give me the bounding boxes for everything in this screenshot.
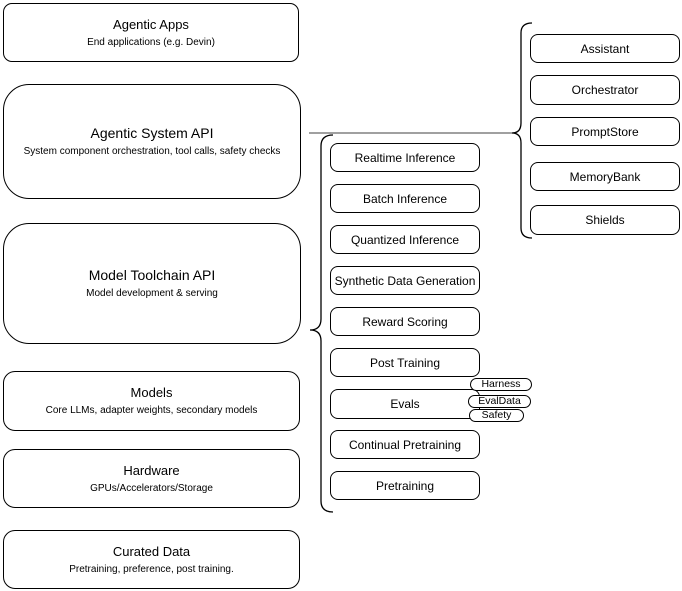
node-shields: Shields: [530, 205, 680, 235]
node-label: Continual Pretraining: [348, 437, 462, 452]
node-label: Assistant: [580, 41, 630, 56]
node-orchestrator: Orchestrator: [530, 75, 680, 105]
node-quantized-inference: Quantized Inference: [330, 225, 480, 254]
node-label: Reward Scoring: [362, 314, 448, 329]
node-title: Hardware: [123, 462, 180, 478]
node-label: Quantized Inference: [350, 232, 460, 247]
node-subtitle: Core LLMs, adapter weights, secondary mo…: [45, 405, 258, 416]
node-agentic-apps: Agentic Apps End applications (e.g. Devi…: [3, 3, 299, 62]
node-title: Models: [130, 385, 173, 400]
tag-safety: Safety: [469, 409, 524, 422]
node-label: PromptStore: [571, 124, 639, 139]
node-synthetic-data-generation: Synthetic Data Generation: [330, 266, 480, 295]
node-agentic-system-api: Agentic System API System component orch…: [3, 84, 301, 199]
tag-evaldata: EvalData: [468, 395, 531, 408]
node-model-toolchain-api: Model Toolchain API Model development & …: [3, 223, 301, 344]
node-subtitle: System component orchestration, tool cal…: [23, 146, 281, 157]
node-label: Synthetic Data Generation: [334, 273, 476, 288]
tag-harness: Harness: [470, 378, 532, 391]
node-subtitle: GPUs/Accelerators/Storage: [90, 482, 213, 494]
toolchain-group-brace: [309, 134, 334, 513]
node-title: Curated Data: [112, 543, 191, 559]
node-reward-scoring: Reward Scoring: [330, 307, 480, 336]
node-assistant: Assistant: [530, 34, 680, 63]
components-group-brace: [511, 22, 533, 239]
tag-label: Safety: [481, 409, 512, 421]
node-label: Evals: [390, 397, 420, 411]
tag-label: EvalData: [478, 395, 521, 407]
node-label: Orchestrator: [571, 83, 639, 97]
node-label: MemoryBank: [569, 169, 641, 184]
node-title: Agentic System API: [90, 125, 214, 141]
node-promptstore: PromptStore: [530, 117, 680, 146]
node-curated-data: Curated Data Pretraining, preference, po…: [3, 530, 300, 589]
node-pretraining: Pretraining: [330, 471, 480, 500]
node-models: Models Core LLMs, adapter weights, secon…: [3, 371, 300, 431]
node-label: Realtime Inference: [354, 150, 456, 165]
node-subtitle: Model development & serving: [86, 288, 218, 299]
node-label: Pretraining: [375, 478, 435, 493]
node-title: Agentic Apps: [113, 16, 189, 32]
node-hardware: Hardware GPUs/Accelerators/Storage: [3, 449, 300, 508]
node-title: Model Toolchain API: [88, 267, 216, 283]
node-label: Batch Inference: [362, 191, 448, 206]
node-evals: Evals: [330, 389, 480, 419]
node-subtitle: End applications (e.g. Devin): [87, 36, 215, 48]
tag-label: Harness: [481, 378, 521, 390]
node-batch-inference: Batch Inference: [330, 184, 480, 213]
node-memorybank: MemoryBank: [530, 162, 680, 191]
node-realtime-inference: Realtime Inference: [330, 143, 480, 172]
node-subtitle: Pretraining, preference, post training.: [69, 563, 234, 575]
node-continual-pretraining: Continual Pretraining: [330, 430, 480, 459]
node-post-training: Post Training: [330, 348, 480, 377]
node-label: Shields: [585, 213, 625, 227]
node-label: Post Training: [369, 355, 441, 370]
